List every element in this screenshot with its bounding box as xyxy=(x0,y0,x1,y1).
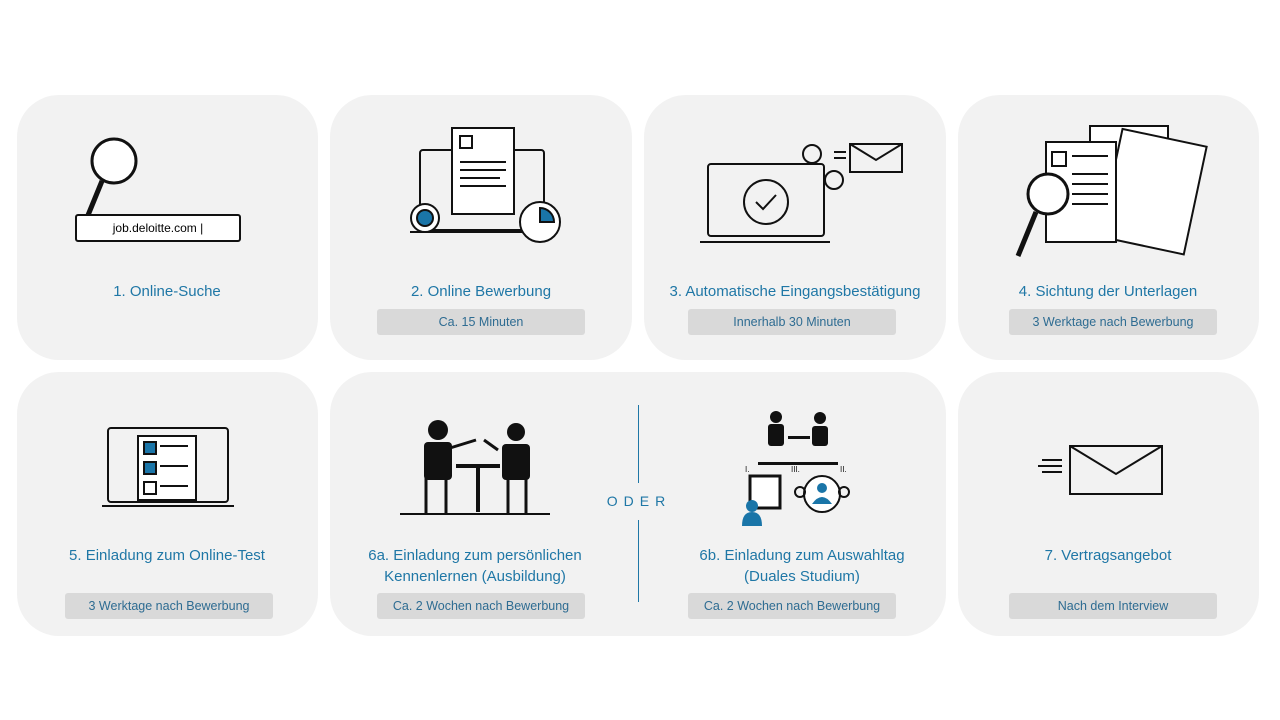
step-7-title: 7. Vertragsangebot xyxy=(1044,547,1172,564)
step-6a-title-line1: 6a. Einladung zum persönlichen xyxy=(368,547,582,564)
step-1-title: 1. Online-Suche xyxy=(113,283,221,300)
step-2-duration: Ca. 15 Minuten xyxy=(377,309,585,335)
step-6b-duration: Ca. 2 Wochen nach Bewerbung xyxy=(688,593,896,619)
step-6a-duration: Ca. 2 Wochen nach Bewerbung xyxy=(377,593,585,619)
divider-bottom xyxy=(638,520,639,602)
documents-review-icon xyxy=(1015,125,1208,257)
divider-top xyxy=(638,405,639,483)
personal-meeting-icon xyxy=(400,420,550,515)
online-test-laptop-icon xyxy=(102,427,234,507)
oder-label: ODER xyxy=(606,493,672,509)
envelope-icon xyxy=(1038,445,1163,495)
step-6a-title-line2: Kennenlernen (Ausbildung) xyxy=(384,568,566,585)
step-2-title: 2. Online Bewerbung xyxy=(410,283,552,300)
step-6b-title-line1: 6b. Einladung zum Auswahltag xyxy=(699,547,905,564)
step-6b-title: 6b. Einladung zum Auswahltag (Duales Stud… xyxy=(652,545,952,587)
assessment-day-icon: I. III. II. xyxy=(742,411,850,526)
step-4-duration: 3 Werktage nach Bewerbung xyxy=(1009,309,1217,335)
roman-iii: III. xyxy=(791,465,800,474)
step-3-duration: Innerhalb 30 Minuten xyxy=(688,309,896,335)
roman-i: I. xyxy=(745,465,749,474)
step-3-title: 3. Automatische Eingangsbestätigung xyxy=(669,283,921,300)
roman-ii: II. xyxy=(840,465,847,474)
step-7-duration: Nach dem Interview xyxy=(1009,593,1217,619)
confirmation-laptop-icon xyxy=(700,143,903,243)
step-7-card xyxy=(958,372,1259,636)
step-6b-title-line2: (Duales Studium) xyxy=(744,568,860,585)
application-laptop-icon xyxy=(410,127,561,243)
step-5-title: 5. Einladung zum Online-Test xyxy=(69,547,265,564)
step-4-title: 4. Sichtung der Unterlagen xyxy=(1018,283,1198,300)
url-field: job.deloitte.com | xyxy=(75,214,241,242)
step-5-card xyxy=(17,372,318,636)
step-5-duration: 3 Werktage nach Bewerbung xyxy=(65,593,273,619)
